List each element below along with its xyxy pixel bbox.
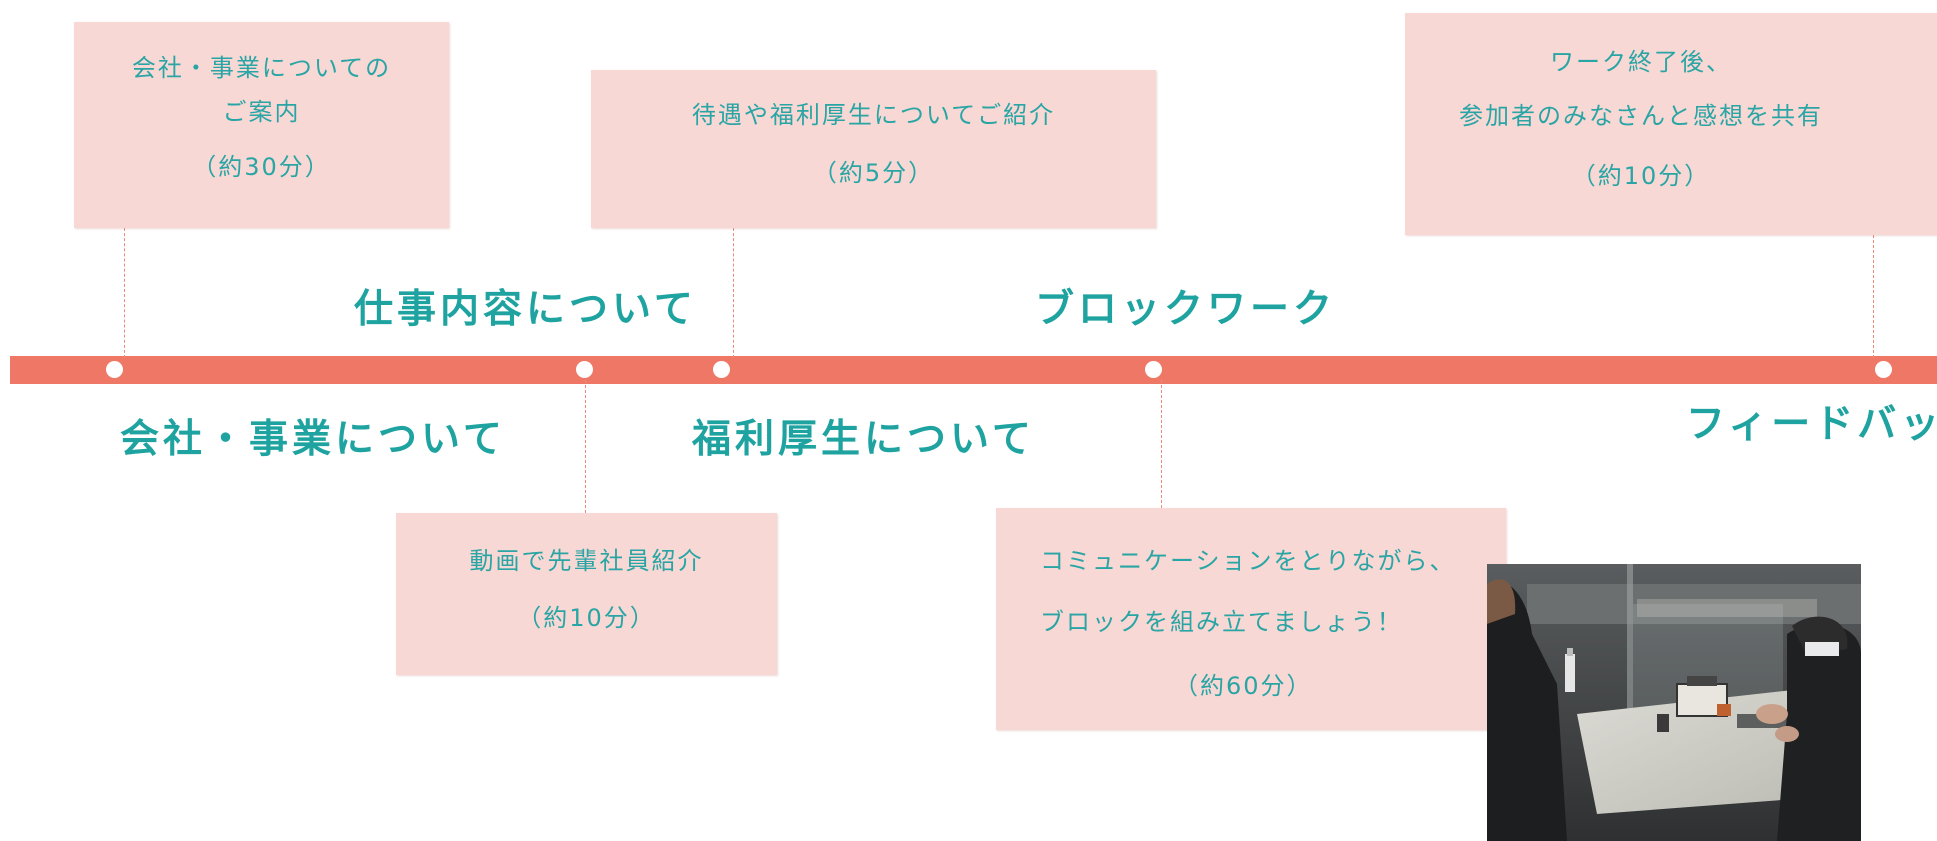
step-title-work: 仕事内容について [354, 287, 697, 332]
timeline-track [10, 356, 1937, 384]
timeline-dot-company [106, 361, 123, 378]
step-title-block: ブロックワーク [1035, 287, 1337, 332]
people-assembling-blocks-photo-image [1487, 564, 1861, 841]
timeline-dot-block [1145, 361, 1162, 378]
info-box-block: コミュニケーションをとりながら、 ブロックを組み立てましょう！ （約60分） [996, 508, 1506, 730]
info-box-line: 参加者のみなさんと感想を共有 [1459, 102, 1823, 130]
connector-company [124, 228, 125, 358]
info-box-line: ご案内 [222, 98, 301, 126]
step-title-feedback: フィードバック [1686, 402, 1937, 447]
info-box-line: （約5分） [812, 159, 935, 187]
info-box-line: 動画で先輩社員紹介 [469, 547, 704, 575]
workshop-photo [1487, 564, 1861, 841]
info-box-company: 会社・事業についての ご案内 （約30分） [74, 22, 449, 228]
connector-work [585, 380, 586, 513]
info-box-line: ブロックを組み立てましょう！ [1040, 608, 1403, 636]
info-box-line: 会社・事業についての [131, 54, 392, 82]
info-box-line: （約10分） [517, 604, 656, 632]
info-box-welfare: 待遇や福利厚生についてご紹介 （約5分） [591, 70, 1156, 228]
info-box-line: （約10分） [1571, 162, 1711, 190]
info-box-line: ワーク終了後、 [1550, 48, 1732, 76]
connector-block [1161, 380, 1162, 508]
timeline-dot-feedback [1875, 361, 1892, 378]
info-box-line: 待遇や福利厚生についてご紹介 [691, 101, 1056, 129]
connector-feedback [1873, 235, 1874, 358]
info-box-line: （約30分） [192, 153, 331, 181]
step-title-welfare: 福利厚生について [692, 417, 1035, 462]
info-box-feedback: ワーク終了後、 参加者のみなさんと感想を共有 （約10分） [1405, 13, 1937, 235]
timeline-dot-work [576, 361, 593, 378]
step-title-company: 会社・事業について [120, 417, 506, 462]
info-box-work: 動画で先輩社員紹介 （約10分） [396, 513, 777, 675]
info-box-line: （約60分） [1174, 672, 1313, 700]
info-box-line: コミュニケーションをとりながら、 [1040, 547, 1456, 575]
timeline-dot-welfare [713, 361, 730, 378]
connector-welfare [733, 228, 734, 358]
